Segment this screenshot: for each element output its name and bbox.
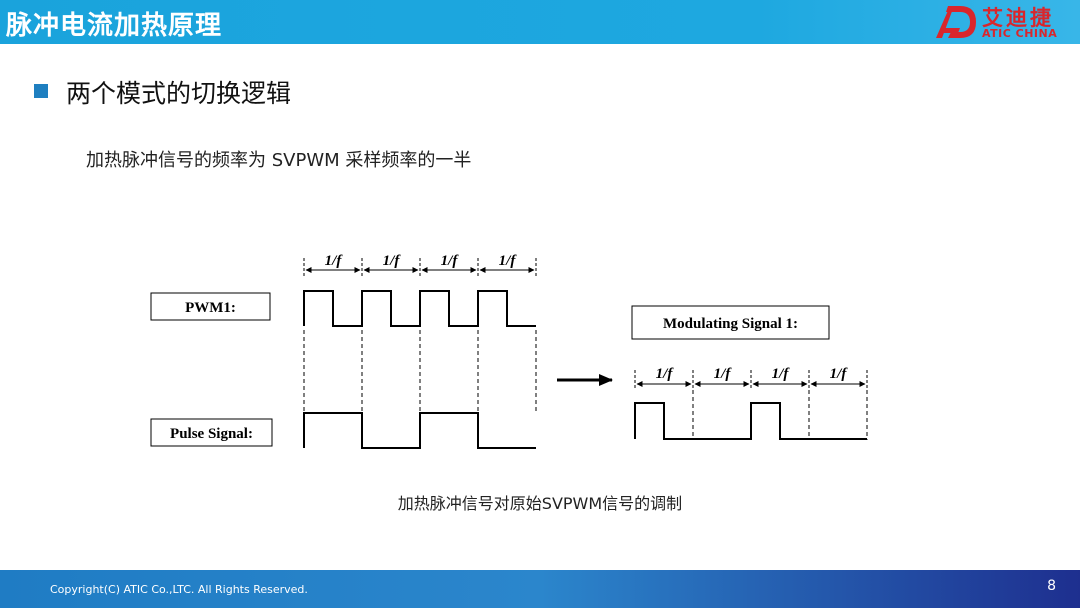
logo-text-en: ATIC CHINA [982, 27, 1058, 40]
period-label-left-1: 1/f [325, 253, 344, 269]
footer-bar: Copyright(C) ATIC Co.,LTC. All Rights Re… [0, 570, 1080, 608]
section-subtitle: 加热脉冲信号的频率为 SVPWM 采样频率的一半 [86, 150, 472, 171]
pulse-signal-label-box [150, 418, 273, 447]
bullet-square-icon [34, 84, 48, 98]
pwm1-label-box [150, 292, 271, 321]
logo-text-cn: 艾迪捷 [982, 6, 1054, 30]
period-label-right-3: 1/f [772, 366, 791, 382]
period-label-right-2: 1/f [714, 366, 733, 382]
modulated-signal-waveform [634, 402, 867, 440]
diagram-caption: 加热脉冲信号对原始SVPWM信号的调制 [397, 494, 683, 513]
pulse-signal-label: Pulse Signal: [170, 426, 253, 442]
period-label-left-3: 1/f [441, 253, 460, 269]
slide-title: 脉冲电流加热原理 [6, 11, 223, 41]
logo-mark-icon [936, 6, 976, 38]
section-title: 两个模式的切换逻辑 [66, 79, 292, 108]
pwm1-waveform [303, 290, 536, 327]
pulse-signal-waveform [303, 412, 536, 449]
period-label-left-4: 1/f [499, 253, 518, 269]
left-guide-lines [303, 330, 537, 412]
left-period-markers [303, 258, 537, 276]
copyright-text: Copyright(C) ATIC Co.,LTC. All Rights Re… [50, 583, 308, 596]
modulating-signal-label-box [631, 305, 830, 340]
header-bar: 脉冲电流加热原理 艾迪捷 ATIC CHINA [0, 0, 1080, 44]
company-logo: 艾迪捷 ATIC CHINA [930, 0, 1080, 44]
right-period-markers [634, 370, 868, 440]
period-label-right-1: 1/f [656, 366, 675, 382]
signal-modulation-diagram: PWM1: Pulse Signal: 1/f 1/f 1/f 1/f Modu… [150, 253, 868, 449]
page-number: 8 [1047, 578, 1056, 594]
pwm1-label: PWM1: [185, 300, 236, 316]
period-label-left-2: 1/f [383, 253, 402, 269]
modulating-signal-label: Modulating Signal 1: [663, 316, 798, 332]
period-label-right-4: 1/f [830, 366, 849, 382]
